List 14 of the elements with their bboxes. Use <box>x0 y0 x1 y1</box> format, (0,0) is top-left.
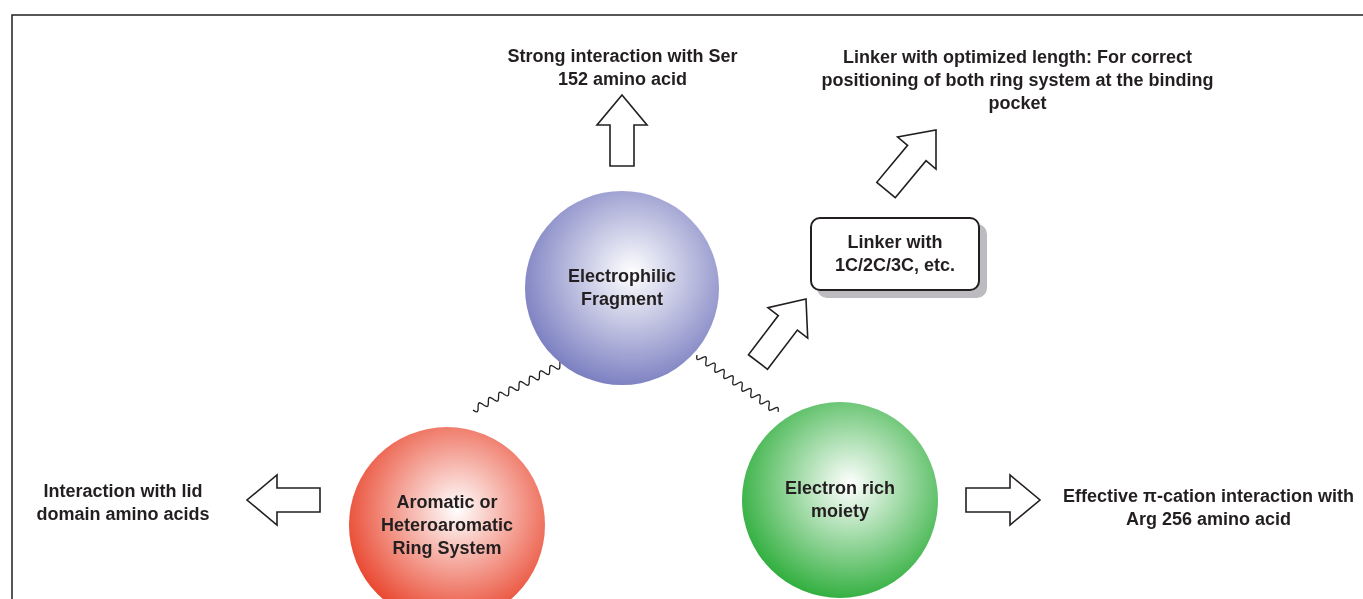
block-arrow <box>747 298 809 371</box>
annotation-text: Linker with optimized length: For correct positioning of both ring system at the binding pocket <box>820 45 1215 115</box>
annotation-text: Effective π-cation interaction with Arg 256 amino acid <box>1062 485 1355 531</box>
sphere-label: Electrophilic Fragment <box>567 265 677 311</box>
sphere-label: Aromatic or Heteroaromatic Ring System <box>379 490 514 560</box>
box-label: Linker with 1C/2C/3C, etc. <box>833 231 957 277</box>
sphere-label: Electron rich moiety <box>784 477 896 523</box>
annotation-text: Interaction with lid domain amino acids <box>35 480 211 526</box>
block-arrow <box>965 473 1042 527</box>
wavy-linker-line <box>696 354 779 413</box>
block-arrow <box>875 129 937 199</box>
block-arrow <box>595 93 649 167</box>
block-arrow <box>245 473 321 527</box>
annotation-text: Strong interaction with Ser 152 amino acid <box>506 45 739 91</box>
